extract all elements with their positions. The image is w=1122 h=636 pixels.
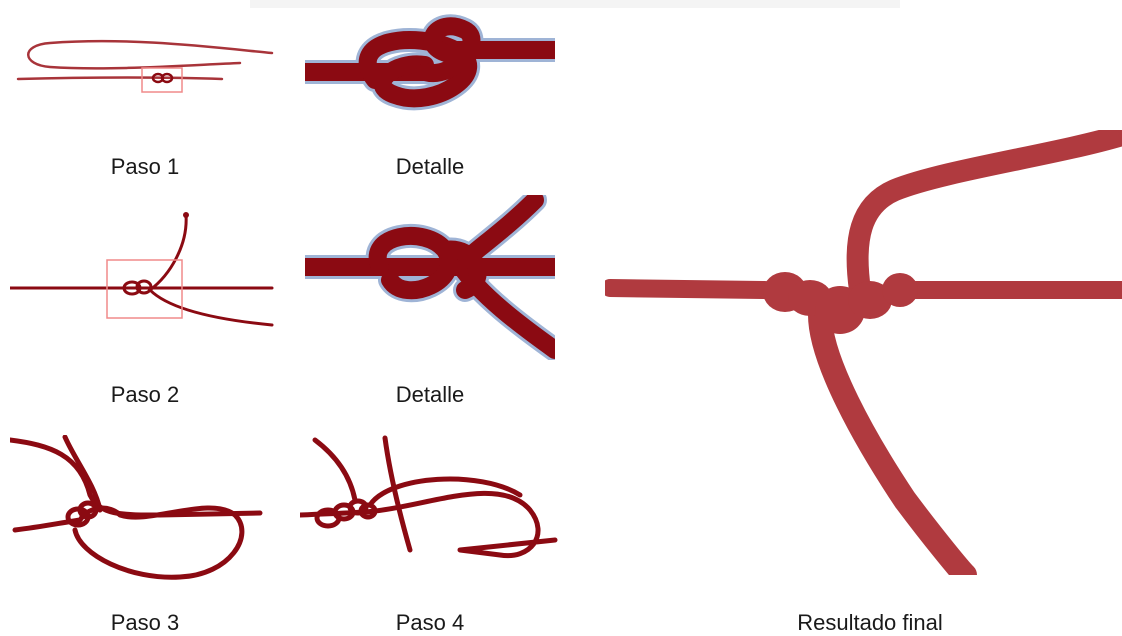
detail1-illustration	[305, 10, 555, 120]
step3-illustration	[10, 435, 275, 585]
caption-step1: Paso 1	[110, 154, 180, 179]
caption-final: Resultado final	[797, 610, 943, 635]
top-strip	[0, 0, 1122, 14]
step2-highlight-box	[106, 259, 183, 319]
step1-highlight-box	[141, 67, 183, 93]
caption-detail1: Detalle	[395, 154, 465, 179]
step1-knot-icon	[151, 72, 174, 84]
step4-illustration	[300, 435, 560, 585]
caption-step3: Paso 3	[110, 610, 180, 635]
step1-illustration	[10, 25, 275, 105]
final-result-illustration	[605, 130, 1122, 575]
caption-step2: Paso 2	[110, 382, 180, 407]
detail2-illustration	[305, 195, 555, 360]
final-knot-icon	[763, 272, 918, 334]
step2-illustration	[10, 205, 275, 335]
caption-detail2: Detalle	[395, 382, 465, 407]
caption-step4: Paso 4	[395, 610, 465, 635]
